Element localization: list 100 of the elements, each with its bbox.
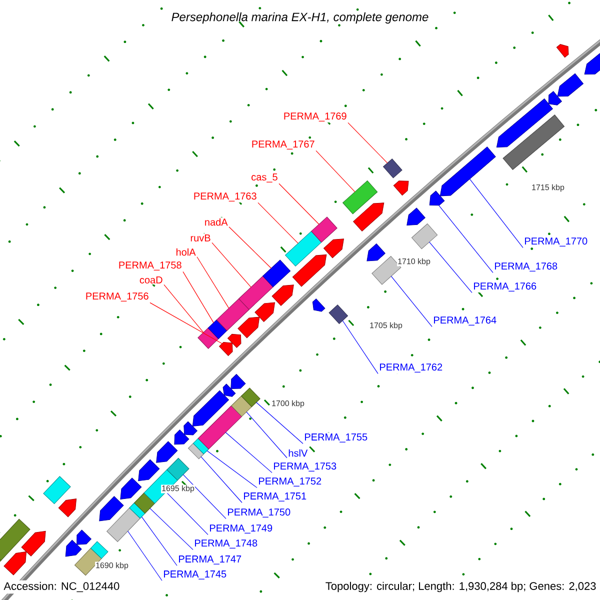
leader-line: [316, 150, 356, 192]
leader-line: [166, 492, 208, 535]
gene-label: PERMA_1755: [303, 432, 369, 444]
gene-feature: [227, 334, 242, 348]
gene-feature: [496, 98, 553, 148]
gene-block: [43, 476, 71, 504]
gene-feature: [429, 190, 445, 206]
gene-label: PERMA_1768: [493, 262, 559, 272]
gene-block: [198, 406, 242, 450]
leader-line: [342, 320, 378, 374]
leader-line: [206, 450, 258, 488]
gene-block: [383, 158, 402, 178]
gene-block: [188, 443, 204, 460]
leader-line: [182, 474, 226, 519]
gene-label: cas_5: [250, 172, 279, 184]
gene-label: PERMA_1756: [84, 292, 150, 302]
leader-line: [225, 432, 272, 473]
gene-label: PERMA_1758: [117, 260, 183, 272]
gene-label: PERMA_1750: [226, 508, 292, 518]
gene-feature: [99, 496, 124, 522]
gene-feature: [584, 51, 600, 74]
gene-label: PERMA_1751: [242, 492, 308, 502]
gene-block: [192, 438, 209, 454]
leader-line: [278, 183, 320, 225]
gene-feature: [556, 44, 569, 58]
leader-line: [228, 226, 272, 269]
title: Persephonella marina EX-H1, complete genome: [172, 12, 428, 24]
gene-feature: [366, 243, 386, 262]
leader-line: [150, 508, 194, 550]
leader-line: [128, 530, 162, 581]
gene-label: PERMA_1763: [192, 192, 258, 202]
gene-feature: [21, 530, 46, 556]
gene-block: [106, 508, 140, 542]
gene-label: PERMA_1769: [282, 112, 348, 122]
position-label: 1715 kbp: [531, 184, 565, 192]
gene-feature: [222, 384, 236, 397]
gene-block: [285, 230, 322, 266]
gene-label: PERMA_1748: [193, 538, 259, 550]
gene-block: [238, 276, 274, 310]
leader-line: [200, 456, 242, 503]
gene-block: [411, 224, 438, 250]
gene-block: [208, 320, 228, 340]
leader-line: [246, 412, 288, 458]
leader-line: [141, 516, 178, 566]
gene-block: [0, 518, 30, 561]
gene-feature: [238, 316, 260, 338]
gene-block: [342, 180, 378, 214]
leader-line: [390, 276, 432, 327]
gene-label: PERMA_1752: [257, 476, 323, 488]
gene-label: PERMA_1747: [177, 554, 243, 566]
leader-line: [429, 242, 472, 293]
gene-block: [216, 298, 250, 331]
gene-feature: [353, 202, 384, 232]
leader-line: [182, 271, 214, 324]
gene-block: [166, 458, 190, 480]
leader-line: [438, 205, 494, 273]
position-label: 1710 kbp: [397, 258, 431, 266]
gene-block: [129, 502, 146, 519]
gene-label: PERMA_1745: [162, 570, 228, 580]
leader-line: [212, 242, 252, 288]
position-label: 1695 kbp: [161, 484, 195, 494]
gene-feature: [58, 498, 77, 518]
gene-feature: [323, 238, 344, 258]
gene-feature: [393, 180, 409, 196]
gene-block: [328, 304, 348, 324]
leader-line: [258, 202, 298, 244]
gene-label: holA: [174, 247, 197, 257]
gene-label: ruvB: [189, 234, 212, 242]
gene-label: PERMA_1753: [272, 462, 338, 472]
gene-block: [90, 541, 108, 559]
leader-line: [196, 256, 230, 308]
gene-label: hslV: [287, 448, 309, 458]
gene-label: nadA: [203, 217, 229, 227]
gene-block: [134, 492, 155, 514]
genome-info-label: Topology: circular; Length: 1,930,284 bp; Genes: 2,023: [324, 580, 598, 594]
gene-feature: [254, 302, 276, 322]
gene-feature: [120, 478, 142, 500]
gene-block: [311, 216, 338, 243]
gene-label: PERMA_1749: [208, 524, 274, 534]
leader-line: [348, 122, 388, 164]
gene-block: [198, 328, 219, 349]
gene-block: [502, 114, 565, 170]
leader-line: [164, 284, 204, 333]
gene-feature: [440, 146, 496, 196]
gene-feature: [4, 551, 27, 576]
position-label: 1690 kbp: [95, 562, 129, 570]
gene-block: [262, 260, 291, 288]
gene-feature: [292, 254, 327, 287]
position-label: 1700 kbp: [271, 400, 305, 408]
gene-feature: [138, 459, 160, 482]
gene-feature: [65, 540, 82, 557]
gene-feature: [156, 441, 178, 463]
gene-label: coaD: [138, 276, 164, 284]
leader-line: [469, 178, 524, 248]
leader-line: [150, 302, 222, 344]
gene-feature: [184, 421, 198, 436]
gene-feature: [272, 284, 294, 306]
gene-feature: [557, 73, 584, 97]
accession-label: Accession: NC_012440: [2, 580, 122, 594]
gene-feature: [219, 342, 233, 356]
